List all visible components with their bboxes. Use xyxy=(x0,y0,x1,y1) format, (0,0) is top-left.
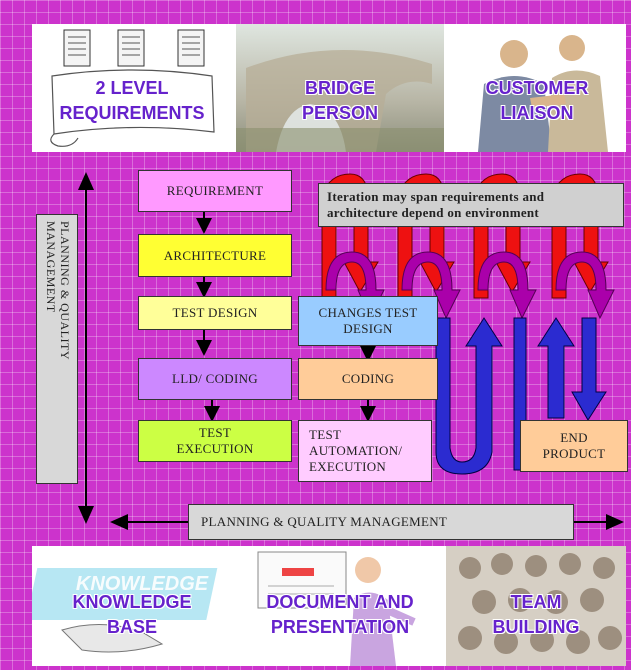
test-execution-label-line1: TEST xyxy=(198,425,232,440)
test-automation-line3: EXECUTION xyxy=(309,459,387,474)
top-image-band: 2 LEVEL REQUIREMENTS BRIDGE PERSON xyxy=(32,24,626,152)
document-presentation-panel: DOCUMENT AND PRESENTATION xyxy=(238,546,442,666)
planning-quality-horizontal-text: PLANNING & QUALITY MANAGEMENT xyxy=(201,514,448,529)
knowledge-base-label-line1: KNOWLEDGE xyxy=(72,592,192,612)
test-design-box: TEST DESIGN xyxy=(138,296,292,330)
test-execution-label-line2: EXECUTION xyxy=(176,441,254,456)
presenter-illustration xyxy=(257,551,416,666)
architecture-label: ARCHITECTURE xyxy=(163,247,267,263)
test-automation-line1: TEST xyxy=(309,427,342,442)
lld-coding-label: LLD/ CODING xyxy=(172,371,258,386)
end-product-line2: PRODUCT xyxy=(542,446,606,461)
test-execution-box: TEST EXECUTION xyxy=(138,420,292,462)
architecture-box: ARCHITECTURE xyxy=(138,234,292,277)
team-building-label: TEAM BUILDING xyxy=(446,590,626,640)
test-automation-box: TEST AUTOMATION/ EXECUTION xyxy=(298,420,432,482)
requirements-label: 2 LEVEL REQUIREMENTS xyxy=(32,76,232,126)
knowledge-illustration: KNOWLEDGE xyxy=(32,568,218,653)
knowledge-base-label-line2: BASE xyxy=(106,617,157,637)
planning-quality-vertical-text: PLANNING & QUALITY MANAGEMENT xyxy=(44,221,72,360)
knowledge-base-panel: KNOWLEDGE KNOWLEDGE BASE xyxy=(32,546,232,666)
knowledge-watermark: KNOWLEDGE xyxy=(76,573,209,595)
up-arrowhead-icon xyxy=(78,172,94,190)
test-design-label: TEST DESIGN xyxy=(172,305,258,320)
requirements-panel: 2 LEVEL REQUIREMENTS xyxy=(32,24,232,152)
left-arrowhead-icon xyxy=(110,514,128,530)
customer-liaison-label-line1: CUSTOMER xyxy=(485,78,589,98)
customer-liaison-label-line2: LIAISON xyxy=(500,103,574,123)
test-automation-line2: AUTOMATION/ xyxy=(309,443,403,458)
customer-liaison-panel: CUSTOMER LIAISON xyxy=(448,24,626,152)
team-building-panel: TEAM BUILDING xyxy=(446,546,626,666)
coding-right-label: CODING xyxy=(341,371,395,386)
iteration-note: Iteration may span requirements and arch… xyxy=(318,183,624,227)
iteration-note-line2: architecture depend on environment xyxy=(327,205,540,220)
changes-test-design-box: CHANGES TEST DESIGN xyxy=(298,296,438,346)
end-product-line1: END xyxy=(560,430,588,445)
down-arrowhead-icon xyxy=(78,506,94,524)
team-building-label-line1: TEAM xyxy=(510,592,562,612)
bridge-person-label-line1: BRIDGE xyxy=(304,78,375,98)
bridge-person-label: BRIDGE PERSON xyxy=(236,76,444,126)
planning-quality-horizontal-bar: PLANNING & QUALITY MANAGEMENT xyxy=(188,504,574,540)
changes-test-design-line2: DESIGN xyxy=(343,321,393,336)
left-flow-arrows xyxy=(196,212,376,422)
requirement-box: REQUIREMENT xyxy=(138,170,292,212)
requirements-label-line2: REQUIREMENTS xyxy=(59,103,205,123)
bridge-person-label-line2: PERSON xyxy=(301,103,379,123)
requirement-label: REQUIREMENT xyxy=(166,183,264,198)
iteration-note-line1: Iteration may span requirements and xyxy=(327,189,545,204)
natural-arch-illustration xyxy=(236,49,444,152)
knowledge-base-label: KNOWLEDGE BASE xyxy=(32,590,232,640)
coding-right-box: CODING xyxy=(298,358,438,400)
blue-flow-arrows xyxy=(435,317,607,475)
documents-illustration xyxy=(50,29,215,147)
document-presentation-label-line2: PRESENTATION xyxy=(270,617,410,637)
document-presentation-label: DOCUMENT AND PRESENTATION xyxy=(238,590,442,640)
customer-liaison-label: CUSTOMER LIAISON xyxy=(448,76,626,126)
right-arrowhead-icon xyxy=(606,514,624,530)
document-presentation-label-line1: DOCUMENT AND xyxy=(266,592,414,612)
team-building-label-line2: BUILDING xyxy=(492,617,580,637)
bridge-person-panel: BRIDGE PERSON xyxy=(236,24,444,152)
lld-coding-box: LLD/ CODING xyxy=(138,358,292,400)
end-product-box: END PRODUCT xyxy=(520,420,628,472)
handshake-illustration xyxy=(478,35,608,152)
planning-quality-vertical-bar: PLANNING & QUALITY MANAGEMENT xyxy=(36,214,78,484)
changes-test-design-line1: CHANGES TEST xyxy=(318,305,418,320)
bottom-image-band: KNOWLEDGE KNOWLEDGE BASE DOCUMENT AND PR… xyxy=(32,546,626,666)
requirements-label-line1: 2 LEVEL xyxy=(95,78,169,98)
team-illustration xyxy=(458,553,622,654)
